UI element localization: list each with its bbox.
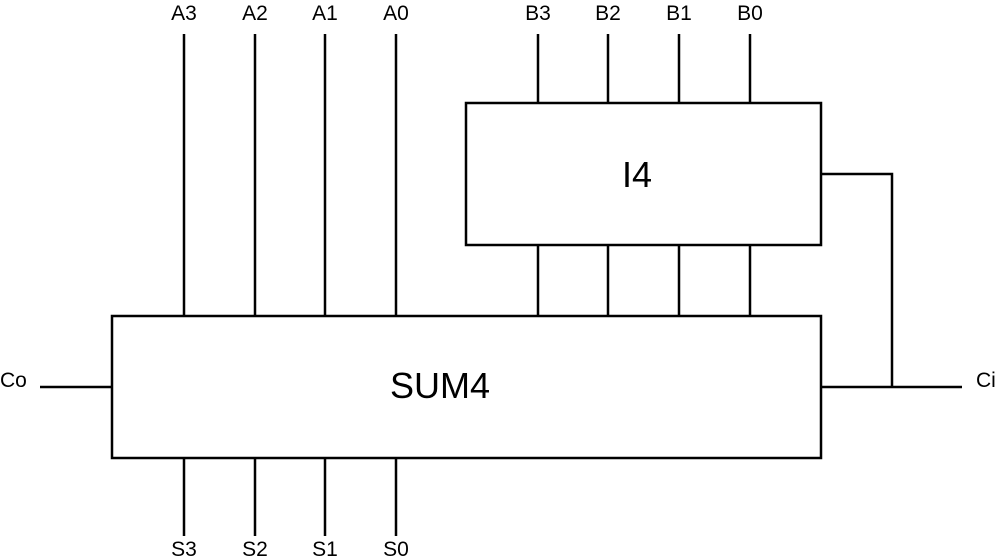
pin-label-b2: B2 [595,2,621,25]
sum4-block [110,314,823,460]
i4-label: I4 [622,154,652,195]
pin-label-carry-in: Ci [976,369,996,392]
i4-block [464,101,823,247]
pin-label-b3: B3 [525,2,551,25]
sum4-label: SUM4 [390,365,490,406]
pin-label-b0: B0 [737,2,763,25]
pin-label-a3: A3 [171,2,197,25]
pin-label-a1: A1 [312,2,338,25]
pin-label-s2: S2 [242,538,268,558]
pin-label-b1: B1 [666,2,692,25]
pin-label-s0: S0 [383,538,409,558]
pin-label-s3: S3 [171,538,197,558]
pin-label-a2: A2 [242,2,268,25]
pin-label-s1: S1 [312,538,338,558]
pin-label-a0: A0 [383,2,409,25]
pin-label-carry-out: Co [0,369,27,392]
wire-i4-control [821,172,894,387]
